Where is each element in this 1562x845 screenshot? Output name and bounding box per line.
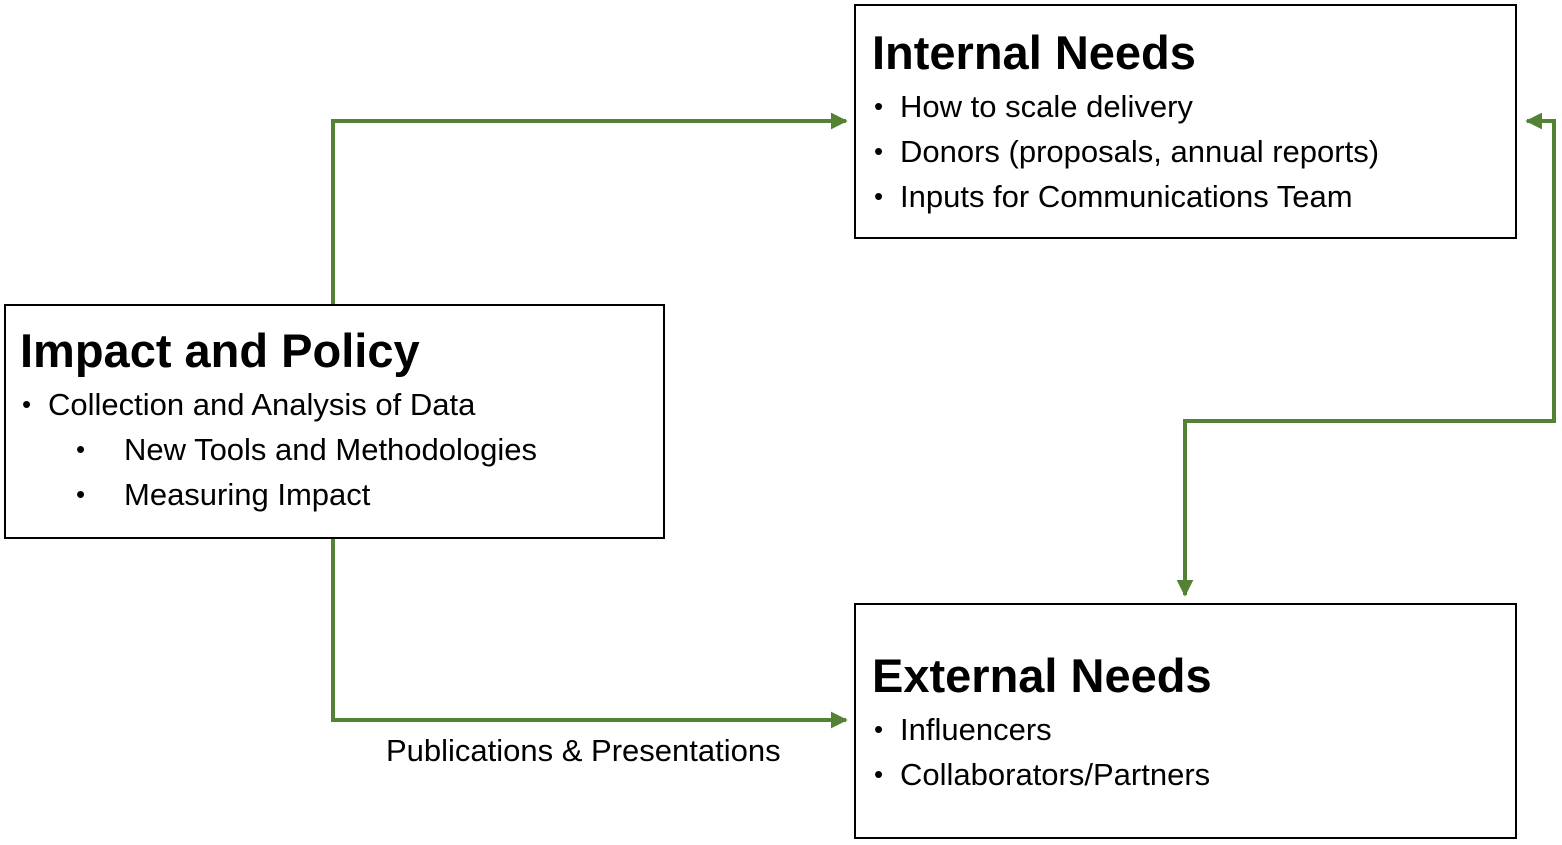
- external-box-list: • Influencers • Collaborators/Partners: [872, 707, 1515, 797]
- external-item-label: Influencers: [900, 712, 1052, 747]
- bullet-icon: •: [874, 136, 884, 166]
- impact-sub-item-label: Measuring Impact: [124, 477, 371, 512]
- internal-item-label: Donors (proposals, annual reports): [900, 134, 1380, 169]
- internal-list-item: • How to scale delivery: [872, 84, 1515, 129]
- external-box-title: External Needs: [872, 649, 1212, 702]
- internal-list-item: • Inputs for Communications Team: [872, 174, 1515, 219]
- internal-box-list: • How to scale delivery • Donors (propos…: [872, 84, 1515, 219]
- internal-item-label: Inputs for Communications Team: [900, 179, 1353, 214]
- internal-external-bidirectional-connector: [1176, 112, 1556, 597]
- bullet-icon: •: [76, 434, 86, 464]
- internal-item-label: How to scale delivery: [900, 89, 1193, 124]
- impact-sub-list-item: • Measuring Impact: [20, 472, 663, 517]
- impact-box-title: Impact and Policy: [20, 324, 420, 377]
- internal-list-item: • Donors (proposals, annual reports): [872, 129, 1515, 174]
- impact-box-list: • Collection and Analysis of Data • New …: [20, 382, 663, 517]
- external-item-label: Collaborators/Partners: [900, 757, 1211, 792]
- external-list-item: • Collaborators/Partners: [872, 752, 1515, 797]
- publications-presentations-label: Publications & Presentations: [386, 733, 781, 768]
- impact-list-item: • Collection and Analysis of Data: [20, 382, 663, 427]
- bullet-icon: •: [874, 91, 884, 121]
- bullet-icon: •: [874, 181, 884, 211]
- internal-needs-box: Internal Needs • How to scale delivery •…: [854, 4, 1517, 239]
- bullet-icon: •: [22, 389, 32, 419]
- impact-item-label: Collection and Analysis of Data: [48, 387, 476, 422]
- bullet-icon: •: [76, 479, 86, 509]
- impact-to-external-connector: [331, 539, 848, 729]
- external-needs-box: External Needs • Influencers • Collabora…: [854, 603, 1517, 839]
- impact-to-internal-connector: [331, 112, 848, 304]
- impact-sub-list-item: • New Tools and Methodologies: [20, 427, 663, 472]
- external-list-item: • Influencers: [872, 707, 1515, 752]
- bullet-icon: •: [874, 759, 884, 789]
- internal-box-title: Internal Needs: [872, 26, 1196, 79]
- impact-and-policy-box: Impact and Policy • Collection and Analy…: [4, 304, 665, 539]
- impact-sub-item-label: New Tools and Methodologies: [124, 432, 538, 467]
- bullet-icon: •: [874, 714, 884, 744]
